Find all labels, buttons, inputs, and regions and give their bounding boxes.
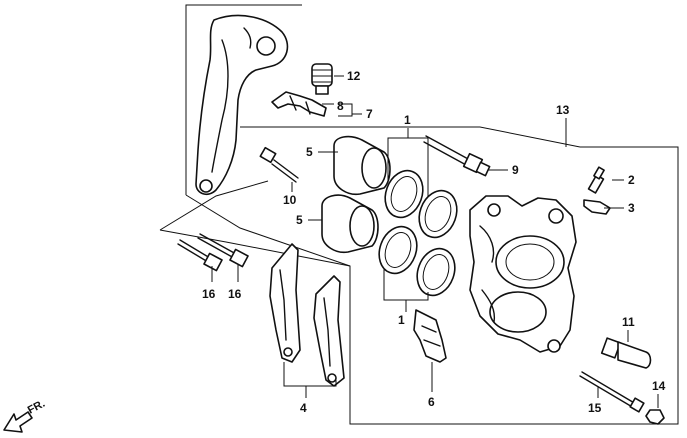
callout-16-left: 16: [202, 287, 216, 301]
callout-6: 6: [428, 395, 435, 409]
bolt-9: [423, 135, 491, 177]
bleeder-cap-3: [583, 199, 611, 215]
callout-9: 9: [512, 163, 519, 177]
slide-pin-11: [600, 337, 652, 369]
callout-2: 2: [628, 173, 635, 187]
callout-3: 3: [628, 201, 635, 215]
callout-13: 13: [556, 103, 570, 117]
callout-4: 4: [300, 401, 307, 415]
bolt-16-right: [197, 233, 249, 268]
callout-10: 10: [283, 193, 297, 207]
callout-14: 14: [652, 379, 666, 393]
nut-14: [645, 409, 665, 425]
brake-pad-right: [313, 275, 345, 387]
piston-upper: [333, 135, 391, 196]
bolt-10: [259, 146, 299, 183]
callout-1-top: 1: [404, 113, 411, 127]
pin-bolt-12: [311, 63, 333, 95]
pad-spring-8: [271, 91, 327, 117]
bolt-16-left: [177, 239, 223, 272]
front-direction-indicator: FR.: [3, 398, 47, 433]
callout-16-right: 16: [228, 287, 242, 301]
callout-7: 7: [366, 107, 373, 121]
bleeder-valve-2: [587, 166, 605, 194]
piston-lower: [321, 194, 379, 254]
callout-numbers: 12 8 7 1 5 5 9 10 13 2 3 1 4 6 11 15 14 …: [202, 69, 666, 415]
front-label: FR.: [26, 398, 47, 417]
pad-retainer-6: [413, 309, 447, 363]
piston-seal-rings: [378, 169, 458, 297]
brake-pad-left: [269, 243, 301, 363]
callout-15: 15: [588, 401, 602, 415]
caliper-bracket: [195, 14, 289, 196]
bolt-15: [579, 371, 645, 413]
callout-11: 11: [622, 315, 635, 329]
caliper-body: [469, 195, 577, 353]
callout-12: 12: [347, 69, 361, 83]
callout-8: 8: [337, 99, 344, 113]
callout-5-top: 5: [306, 145, 313, 159]
callout-1-bottom: 1: [398, 313, 405, 327]
callout-5-bottom: 5: [296, 213, 303, 227]
leader-lines: [211, 75, 659, 408]
front-arrow-icon: [3, 411, 33, 433]
